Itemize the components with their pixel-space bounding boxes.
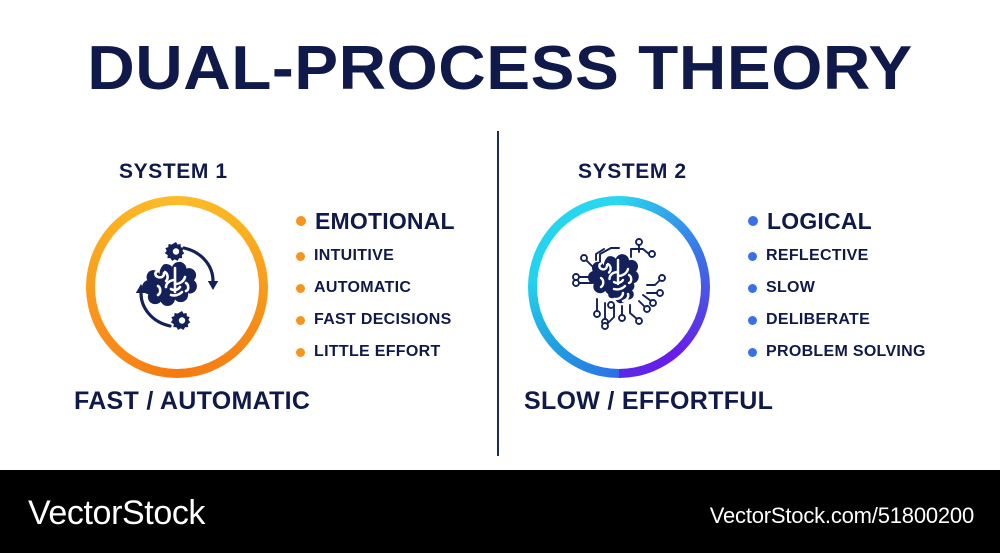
list-item-label: LOGICAL <box>767 207 872 234</box>
list-item: INTUITIVE <box>296 240 455 272</box>
list-item: LITTLE EFFORT <box>296 336 455 368</box>
cycle-arrow-top-icon <box>182 246 219 290</box>
bullet-dot-icon <box>296 283 305 293</box>
list-item: REFLECTIVE <box>748 240 926 272</box>
bullet-dot-icon <box>296 347 305 357</box>
bullet-dot-icon <box>748 315 757 325</box>
gear-bottom-icon <box>170 311 191 330</box>
list-item-label: INTUITIVE <box>314 247 395 264</box>
system-2-ring <box>528 196 710 378</box>
system-2-label: SYSTEM 2 <box>578 160 687 183</box>
brain-shape <box>587 254 639 304</box>
cycle-arrow-bottom-icon <box>135 284 172 328</box>
system-1-attribute-list: EMOTIONAL INTUITIVE AUTOMATIC FAST DECIS… <box>296 202 455 368</box>
vectorstock-url: VectorStock.com/51800200 <box>709 503 974 528</box>
list-item-label: DELIBERATE <box>766 311 871 328</box>
list-item: FAST DECISIONS <box>296 304 455 336</box>
system-1-ring <box>86 196 268 378</box>
list-item-label: SLOW <box>766 279 816 296</box>
bullet-dot-icon <box>296 315 305 325</box>
brain-circuit-ai-icon <box>572 238 666 330</box>
bullet-dot-icon <box>748 347 757 357</box>
list-item-label: REFLECTIVE <box>766 247 869 264</box>
bullet-dot-icon <box>748 251 757 261</box>
system-1-ring-inner <box>95 205 259 369</box>
system-1-label: SYSTEM 1 <box>119 160 228 183</box>
list-item: SLOW <box>748 272 926 304</box>
vertical-divider <box>497 131 499 456</box>
list-item: EMOTIONAL <box>296 202 455 240</box>
page-title: DUAL-PROCESS THEORY <box>87 34 913 103</box>
brain-gears-cycle-icon <box>135 242 219 330</box>
list-item-label: EMOTIONAL <box>315 207 455 234</box>
bullet-dot-icon <box>296 216 306 226</box>
system-2-panel: SYSTEM 2 <box>500 150 970 420</box>
system-2-caption: SLOW / EFFORTFUL <box>524 387 774 415</box>
list-item: LOGICAL <box>748 202 926 240</box>
list-item: AUTOMATIC <box>296 272 455 304</box>
vectorstock-logo: VectorStock <box>28 494 206 532</box>
circuit-traces <box>572 238 666 330</box>
watermark-bar: VectorStock VectorStock.com/51800200 <box>0 470 1000 553</box>
list-item-label: PROBLEM SOLVING <box>766 343 926 360</box>
bullet-dot-icon <box>748 216 758 226</box>
system-1-caption: FAST / AUTOMATIC <box>74 387 311 415</box>
list-item-label: FAST DECISIONS <box>314 311 452 328</box>
gear-top-icon <box>164 242 185 261</box>
list-item-label: LITTLE EFFORT <box>314 343 441 360</box>
bullet-dot-icon <box>748 283 757 293</box>
list-item-label: AUTOMATIC <box>314 279 412 296</box>
list-item: PROBLEM SOLVING <box>748 336 926 368</box>
system-2-attribute-list: LOGICAL REFLECTIVE SLOW DELIBERATE PROBL… <box>748 202 926 368</box>
system-2-ring-inner <box>537 205 701 369</box>
system-1-panel: SYSTEM 1 <box>46 150 496 420</box>
bullet-dot-icon <box>296 251 305 261</box>
list-item: DELIBERATE <box>748 304 926 336</box>
